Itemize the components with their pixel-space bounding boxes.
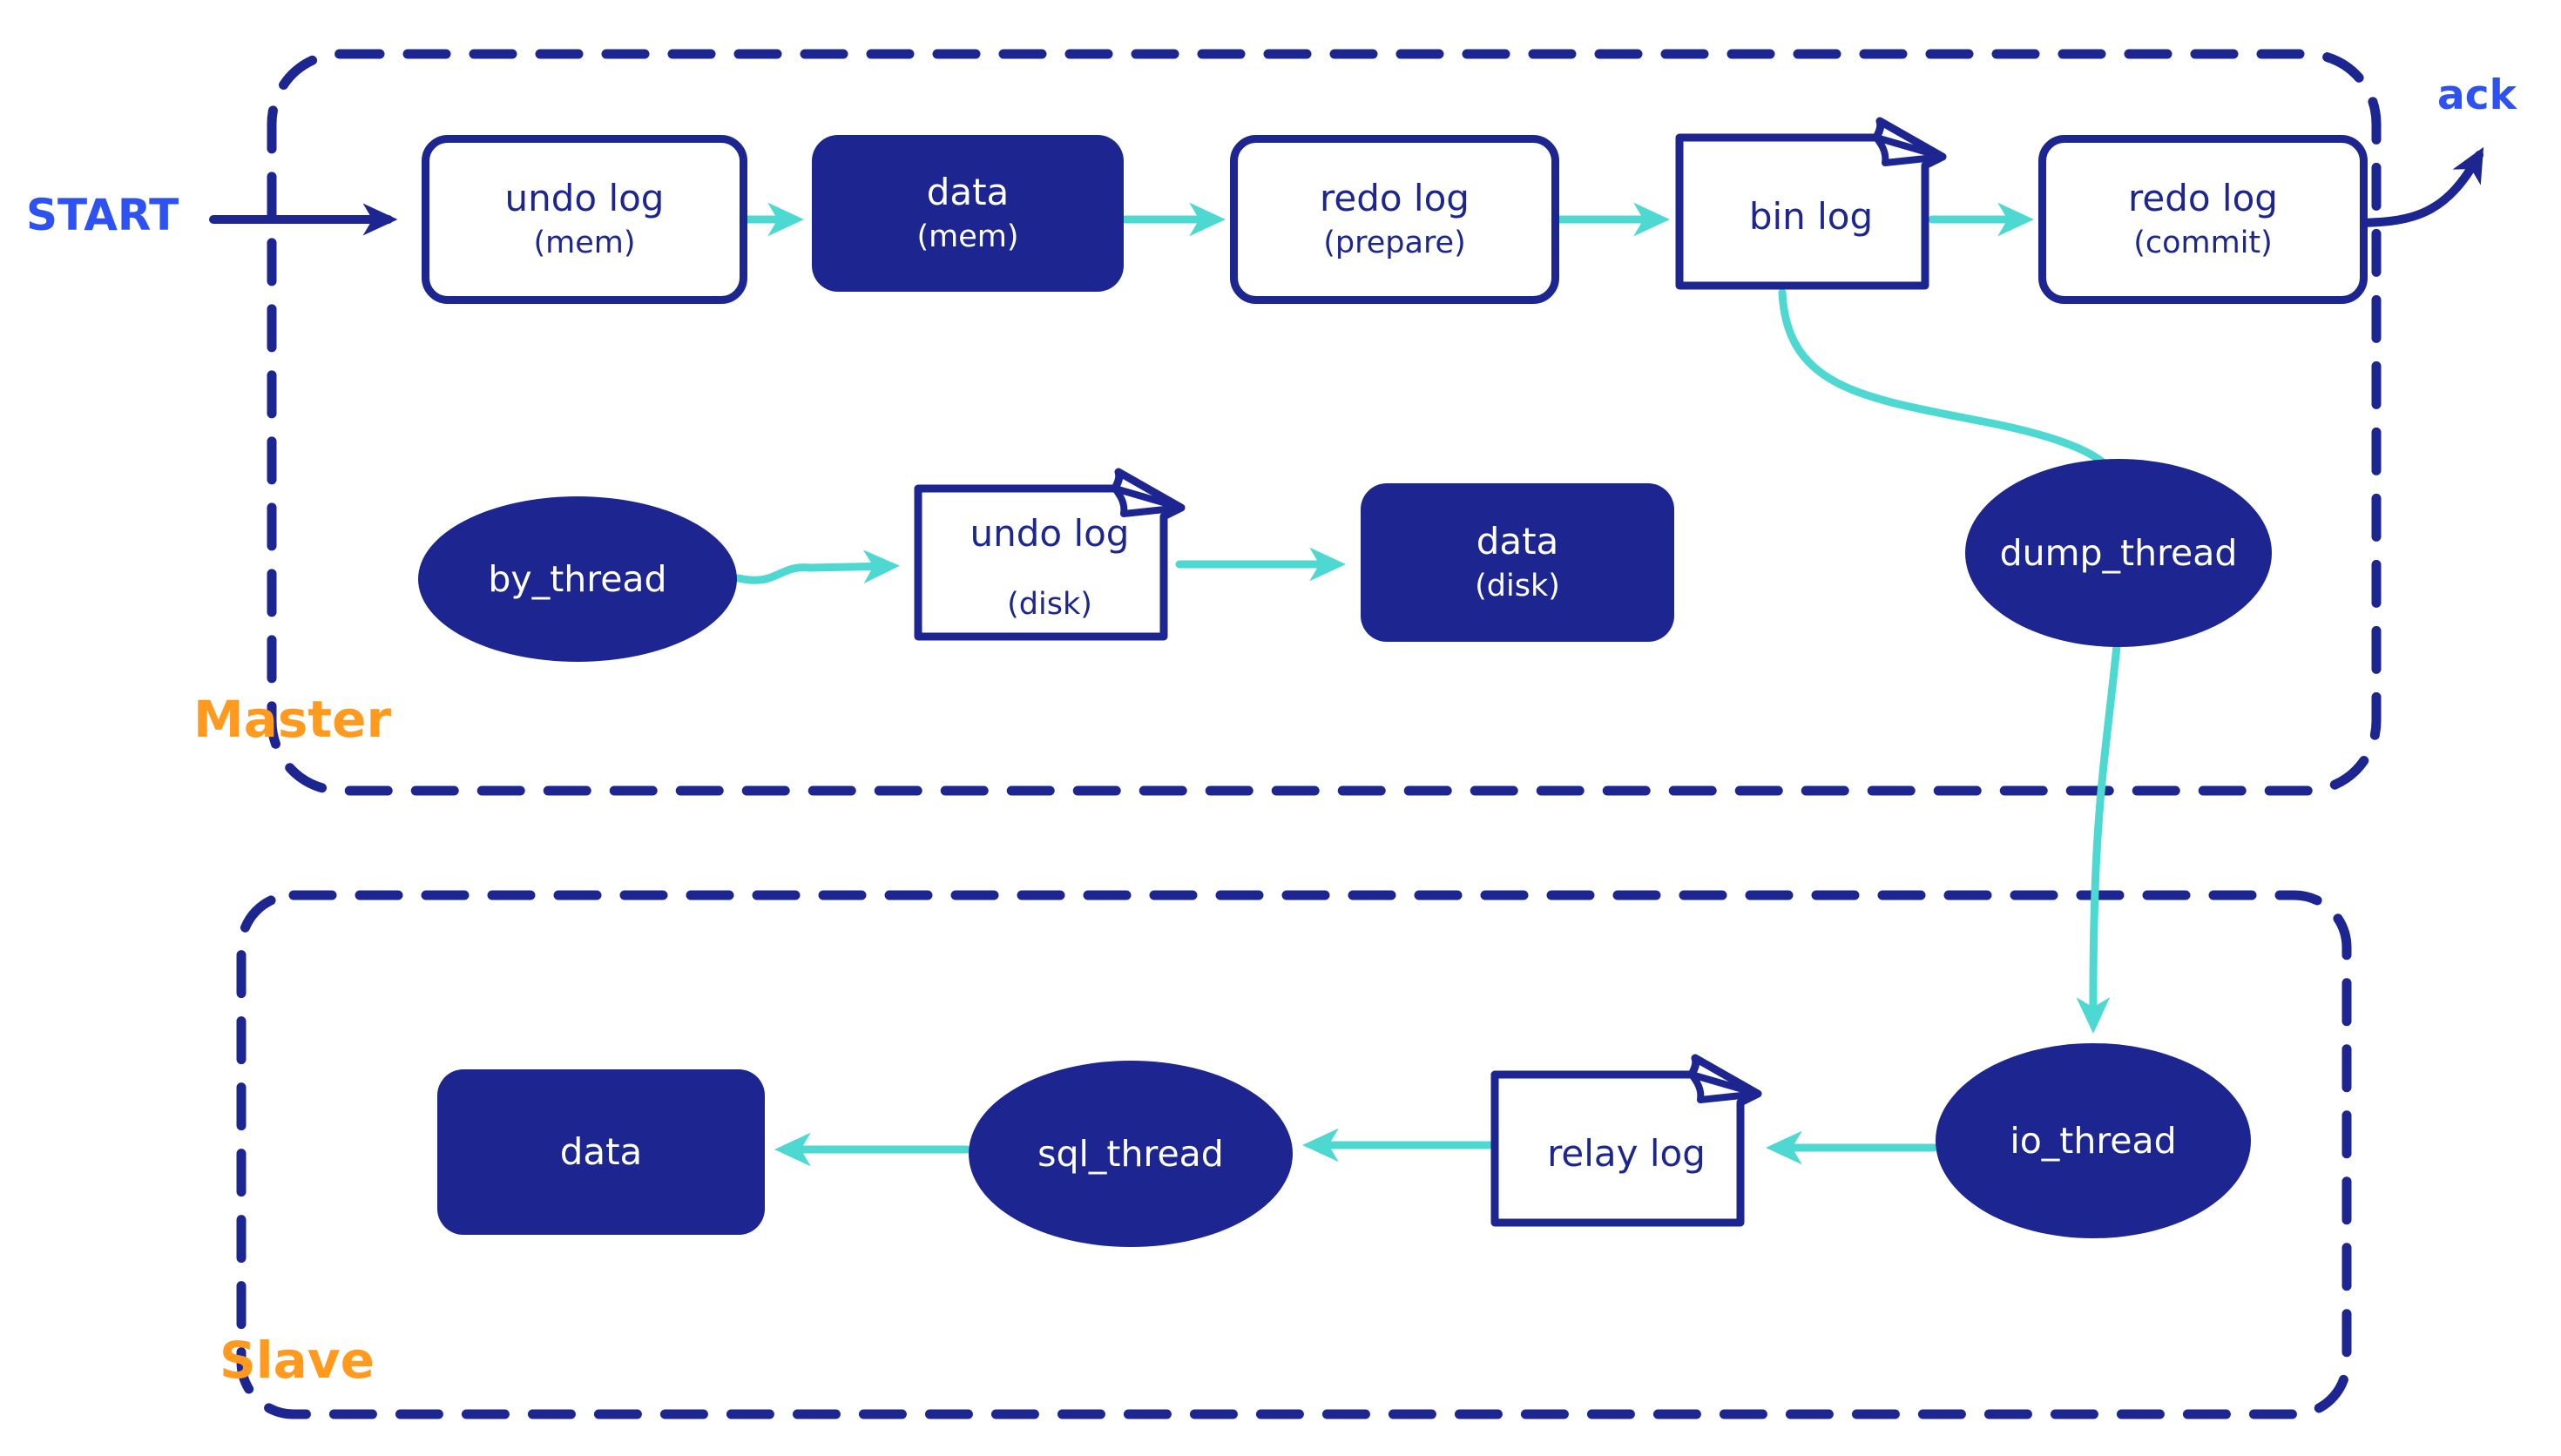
- node-title: undo log: [970, 512, 1130, 556]
- start-label: START: [26, 190, 179, 240]
- node-sql-thread: sql_thread: [969, 1061, 1293, 1247]
- node-title: data: [1476, 520, 1559, 563]
- node-title: dump_thread: [1999, 531, 2238, 574]
- node-io-thread: io_thread: [1936, 1043, 2251, 1238]
- node-title: undo log: [504, 177, 665, 220]
- node-redo-log-commit: redo log (commit): [2038, 135, 2368, 304]
- node-title: redo log: [1320, 177, 1470, 220]
- node-subtitle: (disk): [1475, 568, 1560, 603]
- node-bin-log: bin log: [1671, 115, 1951, 294]
- node-data-disk: data (disk): [1361, 483, 1674, 642]
- ack-label: ack: [2437, 71, 2517, 119]
- dog-ear-note-icon: [914, 468, 1186, 641]
- node-data-mem: data (mem): [812, 135, 1124, 292]
- node-dump-thread: dump_thread: [1965, 459, 2272, 647]
- node-subtitle: (commit): [2133, 225, 2273, 260]
- dog-ear-note-icon: [1490, 1054, 1762, 1227]
- node-subtitle: (disk): [1007, 586, 1092, 622]
- edge-by-thread-to-undo-log-disk: [734, 549, 900, 584]
- node-relay-log: relay log: [1486, 1052, 1767, 1231]
- node-title: redo log: [2128, 177, 2278, 220]
- dog-ear-note-icon: [1675, 117, 1947, 290]
- node-title: data: [926, 171, 1010, 214]
- slave-container-border: [236, 890, 2352, 1419]
- node-data-slave: data: [437, 1069, 765, 1235]
- node-title: by_thread: [488, 557, 667, 600]
- node-title: relay log: [1547, 1132, 1706, 1176]
- edge-redo-log-commit-to-ack: [2348, 146, 2484, 227]
- node-subtitle: (prepare): [1323, 225, 1466, 260]
- node-undo-log-mem: undo log (mem): [422, 135, 747, 304]
- node-title: sql_thread: [1037, 1132, 1224, 1175]
- master-zone-label: Master: [193, 690, 392, 749]
- node-undo-log-disk: undo log (disk): [909, 466, 1190, 645]
- node-title: bin log: [1748, 195, 1874, 239]
- node-title: data: [559, 1130, 643, 1174]
- node-redo-log-prepare: redo log (prepare): [1230, 135, 1559, 304]
- node-subtitle: (mem): [533, 225, 636, 260]
- node-subtitle: (mem): [916, 219, 1019, 254]
- node-by-thread: by_thread: [418, 496, 737, 662]
- edge-dump-thread-to-io-thread: [2076, 642, 2121, 1034]
- edge-bin-log-to-dump-thread: [1778, 288, 2136, 501]
- slave-zone-label: Slave: [220, 1331, 375, 1390]
- node-title: io_thread: [2010, 1119, 2177, 1162]
